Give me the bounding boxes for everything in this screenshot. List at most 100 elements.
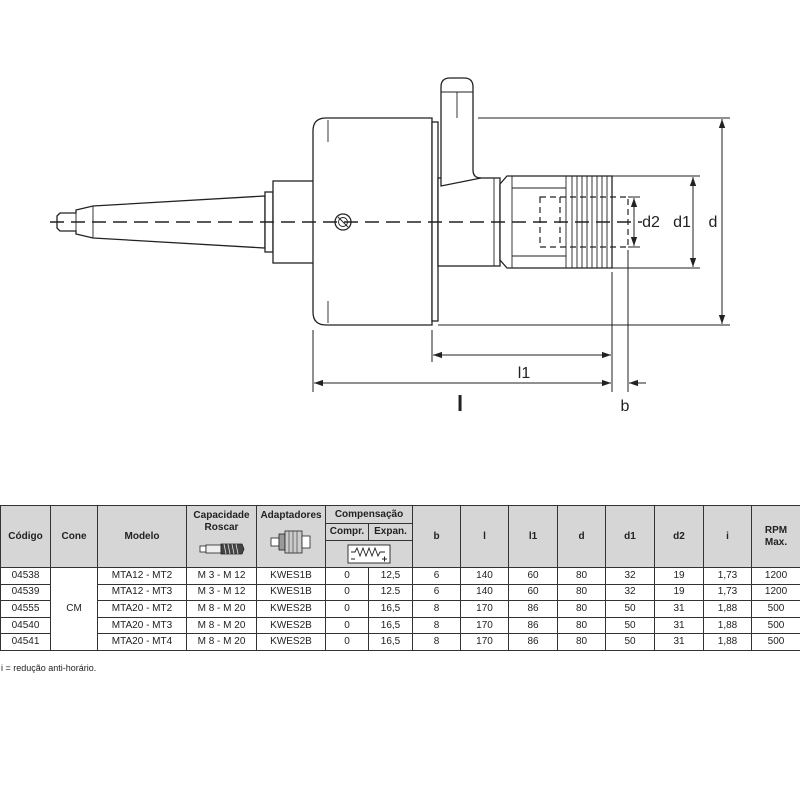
cell-compr: 0 <box>325 567 369 585</box>
cell-d1: 50 <box>605 633 656 651</box>
cell-rpm: 500 <box>751 600 800 618</box>
cell-capacidade: M 3 - M 12 <box>186 583 257 602</box>
cell-d1: 50 <box>605 600 656 618</box>
cell-adaptador: KWES2B <box>256 633 326 651</box>
header-rpm-line1: RPM <box>764 524 788 536</box>
header-l: l <box>460 505 510 568</box>
cell-modelo: MTA20 - MT4 <box>97 633 187 651</box>
label-l1: l1 <box>518 365 531 382</box>
cell-l: 170 <box>460 616 510 635</box>
label-d1: d1 <box>673 214 691 231</box>
header-l1: l1 <box>508 505 559 568</box>
cell-capacidade: M 8 - M 20 <box>186 600 257 618</box>
cell-codigo: 04539 <box>0 583 51 602</box>
cell-d1: 32 <box>605 567 656 585</box>
label-d2: d2 <box>642 214 660 231</box>
cell-expan: 12.5 <box>367 583 414 602</box>
specification-table: Código Cone Modelo Capacidade Roscar Ada… <box>0 505 800 651</box>
cell-compr: 0 <box>325 583 369 602</box>
cell-codigo: 04541 <box>0 633 51 651</box>
header-codigo: Código <box>0 505 51 568</box>
cell-cone: CM <box>50 567 98 651</box>
cell-b: 8 <box>412 600 462 618</box>
cell-l: 140 <box>460 567 510 585</box>
cell-l1: 86 <box>508 633 559 651</box>
cell-d2: 31 <box>654 633 705 651</box>
cell-d1: 32 <box>605 583 656 602</box>
adapter-cylinder <box>437 177 501 267</box>
cell-rpm: 500 <box>751 616 800 635</box>
cell-modelo: MTA12 - MT3 <box>97 583 187 602</box>
cell-d: 80 <box>557 633 607 651</box>
cell-adaptador: KWES1B <box>256 567 326 585</box>
cell-l1: 86 <box>508 600 559 618</box>
cell-capacidade: M 3 - M 12 <box>186 567 257 585</box>
header-capacidade-roscar: Capacidade Roscar <box>186 505 257 568</box>
cell-d2: 19 <box>654 583 705 602</box>
label-l: l <box>457 391 463 416</box>
cell-modelo: MTA12 - MT2 <box>97 567 187 585</box>
cell-capacidade: M 8 - M 20 <box>186 633 257 651</box>
cell-rpm: 1200 <box>751 583 800 602</box>
cell-adaptador: KWES2B <box>256 616 326 635</box>
header-i: i <box>703 505 753 568</box>
header-cone: Cone <box>50 505 98 568</box>
cell-rpm: 1200 <box>751 567 800 585</box>
cell-d: 80 <box>557 600 607 618</box>
cell-d: 80 <box>557 616 607 635</box>
adapter-icon <box>270 530 311 554</box>
cell-codigo: 04540 <box>0 616 51 635</box>
cell-d: 80 <box>557 583 607 602</box>
header-compr: Compr. <box>325 523 369 541</box>
cell-l: 140 <box>460 583 510 602</box>
reaction-rod <box>440 77 482 187</box>
cell-codigo: 04555 <box>0 600 51 618</box>
header-capacidade-line1: Capacidade <box>193 510 250 521</box>
header-capacidade-line2: Roscar <box>204 522 239 533</box>
footnote: i = redução anti-horário. <box>1 663 97 673</box>
header-d: d <box>557 505 607 568</box>
cell-codigo: 04538 <box>0 567 51 585</box>
label-d: d <box>709 214 718 231</box>
cell-d2: 19 <box>654 567 705 585</box>
cell-d: 80 <box>557 567 607 585</box>
cell-l1: 60 <box>508 567 559 585</box>
cell-compr: 0 <box>325 616 369 635</box>
header-modelo: Modelo <box>97 505 187 568</box>
cell-modelo: MTA20 - MT2 <box>97 600 187 618</box>
cell-d2: 31 <box>654 600 705 618</box>
header-d1: d1 <box>605 505 656 568</box>
cell-adaptador: KWES1B <box>256 583 326 602</box>
extension-lines <box>312 117 730 392</box>
header-compensacao: Compensação <box>324 505 414 524</box>
cell-l: 170 <box>460 600 510 618</box>
cell-i: 1,88 <box>703 633 753 651</box>
cell-l: 170 <box>460 633 510 651</box>
tapping-head-drawing: d2 d1 d l1 l b <box>50 77 730 416</box>
cell-compr: 0 <box>325 633 369 651</box>
header-d2: d2 <box>654 505 705 568</box>
cell-b: 6 <box>412 567 462 585</box>
cell-expan: 16,5 <box>367 633 414 651</box>
header-expan: Expan. <box>367 523 414 541</box>
cell-d1: 50 <box>605 616 656 635</box>
cell-i: 1,73 <box>703 583 753 602</box>
cell-l1: 86 <box>508 616 559 635</box>
header-rpm-line2: Max. <box>764 536 788 548</box>
cell-i: 1,88 <box>703 616 753 635</box>
cell-d2: 31 <box>654 616 705 635</box>
spring-compensation-icon <box>347 544 391 564</box>
cell-adaptador: KWES2B <box>256 600 326 618</box>
header-rpm-max: RPM Max. <box>751 505 800 568</box>
cell-b: 6 <box>412 583 462 602</box>
cell-rpm: 500 <box>751 633 800 651</box>
cell-modelo: MTA20 - MT3 <box>97 616 187 635</box>
cell-expan: 12,5 <box>367 567 414 585</box>
cell-expan: 16,5 <box>367 616 414 635</box>
cell-compr: 0 <box>325 600 369 618</box>
cell-b: 8 <box>412 633 462 651</box>
cell-b: 8 <box>412 616 462 635</box>
